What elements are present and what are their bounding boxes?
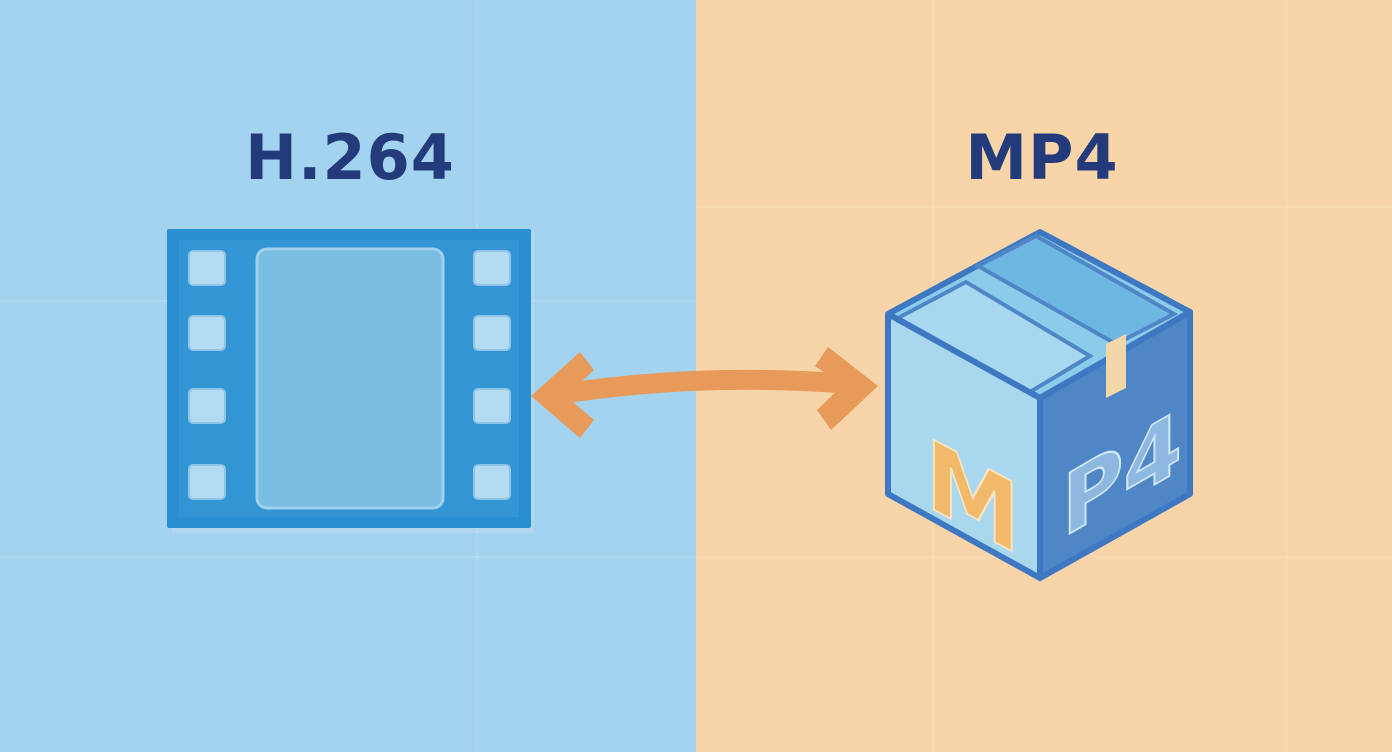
arrow-shaft — [550, 369, 860, 404]
box-icon: M P4 — [885, 229, 1193, 581]
cube-tape — [1106, 334, 1126, 398]
arrow-head-right — [815, 347, 878, 430]
arrow-head-left — [531, 352, 594, 438]
cube-side — [1037, 309, 1193, 581]
film-hole — [188, 464, 226, 500]
film-hole — [473, 388, 511, 424]
film-hole — [188, 250, 226, 286]
film-holes-left — [188, 250, 226, 500]
double-arrow-icon — [531, 347, 878, 438]
film-strip-icon — [167, 229, 534, 533]
film-holes-right — [473, 250, 511, 500]
grid-line — [1286, 0, 1288, 752]
film-hole — [188, 315, 226, 351]
grid-line — [696, 206, 1392, 208]
film-hole — [188, 388, 226, 424]
film-hole — [473, 464, 511, 500]
h264-title: H.264 — [245, 121, 455, 194]
cube-flap-right — [973, 233, 1179, 347]
film-hole — [473, 315, 511, 351]
film-window — [255, 247, 445, 510]
mp4-title: MP4 — [965, 121, 1119, 194]
film-hole — [473, 250, 511, 286]
grid-line — [0, 556, 696, 558]
